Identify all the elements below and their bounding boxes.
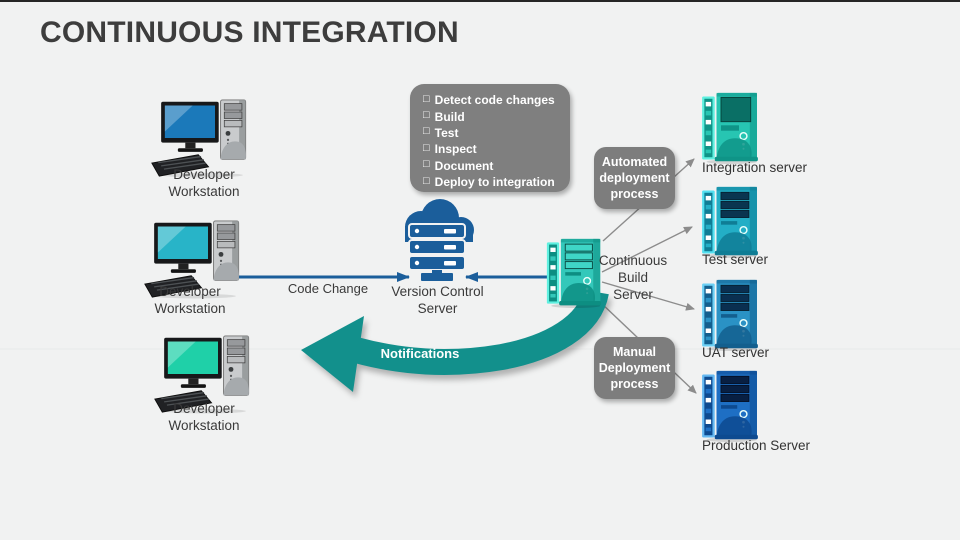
test-server-icon <box>701 186 759 258</box>
production-server-label: Production Server <box>702 438 811 453</box>
connector-line-uat <box>601 281 695 311</box>
checklist-item: □ Test <box>423 125 570 141</box>
checkbox-icon: □ <box>423 174 430 187</box>
checklist-item-label: Inspect <box>434 142 477 157</box>
automated-deployment-box: Automated deployment process <box>594 147 675 209</box>
test-server-label: Test server <box>702 252 769 267</box>
uat-server-icon <box>701 279 759 351</box>
uat-server-label: UAT server <box>702 345 770 360</box>
code-change-label: Code Change <box>287 281 369 296</box>
checkbox-icon: □ <box>423 92 430 105</box>
checklist-item-label: Document <box>434 158 494 173</box>
connector-line-test <box>601 226 693 273</box>
checklist-item-label: Deploy to integration <box>434 175 555 190</box>
slide-top-border <box>0 0 960 2</box>
build-server-icon <box>546 236 602 310</box>
checkbox-icon: □ <box>423 109 430 122</box>
production-server-icon <box>701 370 759 442</box>
checklist-item: □ Build <box>423 108 570 124</box>
notifications-label: Notifications <box>380 346 460 361</box>
checklist-item: □ Document <box>423 158 570 174</box>
cloud-server-icon <box>405 199 474 281</box>
checkbox-icon: □ <box>423 158 430 171</box>
integration-server-icon <box>701 92 759 164</box>
workstation-label: Developer Workstation <box>168 167 240 199</box>
build-server-label: Continuous Build Server <box>598 253 668 302</box>
checklist-item: □ Deploy to integration <box>423 174 570 190</box>
checkbox-icon: □ <box>423 141 430 154</box>
checklist-item: □ Detect code changes <box>423 92 570 108</box>
workstation-label: Developer Workstation <box>168 401 240 433</box>
ci-steps-checklist: □ Detect code changes □ Build □ Test □ Inspe… <box>410 84 570 192</box>
checklist-item-label: Build <box>434 109 465 124</box>
notifications-arrow <box>301 288 609 392</box>
checkbox-icon: □ <box>423 125 430 138</box>
checklist-item-label: Test <box>434 125 459 140</box>
version-control-server-label: Version Control Server <box>391 284 484 316</box>
page-title: CONTINUOUS INTEGRATION <box>40 16 459 49</box>
checklist-item-label: Detect code changes <box>434 93 555 108</box>
checklist-item: □ Inspect <box>423 141 570 157</box>
manual-deployment-box: Manual Deployment process <box>594 337 675 399</box>
workstation-label: Developer Workstation <box>154 284 226 316</box>
integration-server-label: Integration server <box>702 160 808 175</box>
